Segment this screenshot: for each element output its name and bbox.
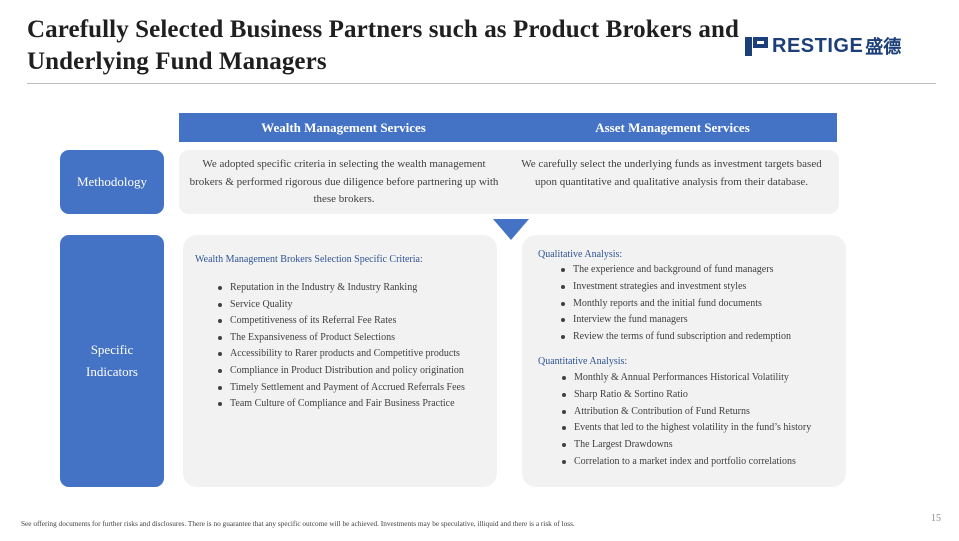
qualitative-heading: Qualitative Analysis: — [538, 249, 623, 260]
list-item: Sharp Ratio & Sortino Ratio — [559, 387, 811, 404]
list-item: Investment strategies and investment sty… — [558, 279, 791, 296]
list-item: Events that led to the highest volatilit… — [559, 420, 811, 437]
list-item: Timely Settlement and Payment of Accrued… — [215, 380, 465, 397]
methodology-wealth-text: We adopted specific criteria in selectin… — [189, 158, 499, 205]
wealth-criteria-heading: Wealth Management Brokers Selection Spec… — [195, 254, 423, 265]
column-header-bar: Wealth Management Services Asset Managem… — [179, 113, 837, 142]
page-title: Carefully Selected Business Partners suc… — [27, 16, 739, 75]
list-item: The Largest Drawdowns — [559, 437, 811, 454]
list-item: Accessibility to Rarer products and Comp… — [215, 346, 465, 363]
list-item: The Expansiveness of Product Selections — [215, 330, 465, 347]
wealth-criteria-box: Wealth Management Brokers Selection Spec… — [183, 235, 497, 487]
qualitative-list: The experience and background of fund ma… — [558, 262, 791, 346]
specific-indicators-label-box: Specific Indicators — [60, 235, 164, 487]
methodology-label-box: Methodology — [60, 150, 164, 214]
prestige-logo: RESTIGE 盛德 — [745, 34, 901, 58]
down-arrow-icon — [493, 219, 529, 240]
list-item: Attribution & Contribution of Fund Retur… — [559, 404, 811, 421]
quantitative-heading: Quantitative Analysis: — [538, 356, 628, 367]
specific-indicators-label-line2: Indicators — [86, 364, 138, 379]
list-item: Team Culture of Compliance and Fair Busi… — [215, 396, 465, 413]
list-item: Service Quality — [215, 297, 465, 314]
logo-chinese-text: 盛德 — [865, 37, 902, 58]
disclaimer-footnote: See offering documents for further risks… — [21, 519, 575, 528]
methodology-label: Methodology — [76, 174, 148, 189]
wealth-criteria-list: Reputation in the Industry & Industry Ra… — [215, 280, 465, 413]
list-item: Review the terms of fund subscription an… — [558, 329, 791, 346]
quantitative-list: Monthly & Annual Performances Historical… — [559, 370, 811, 471]
list-item: Interview the fund managers — [558, 312, 791, 329]
list-item: Compliance in Product Distribution and p… — [215, 363, 465, 380]
page-number: 15 — [931, 513, 941, 524]
title-divider — [27, 83, 936, 84]
list-item: Monthly reports and the initial fund doc… — [558, 296, 791, 313]
asset-analysis-box: Qualitative Analysis: The experience and… — [522, 235, 846, 487]
logo-text: RESTIGE — [772, 34, 864, 57]
header-asset-management: Asset Management Services — [595, 119, 750, 135]
specific-indicators-label-line1: Specific — [90, 342, 134, 357]
methodology-asset-text: We carefully select the underlying funds… — [521, 158, 822, 188]
methodology-content-box: We adopted specific criteria in selectin… — [179, 150, 839, 214]
list-item: Correlation to a market index and portfo… — [559, 454, 811, 471]
list-item: Monthly & Annual Performances Historical… — [559, 370, 811, 387]
list-item: Competitiveness of its Referral Fee Rate… — [215, 313, 465, 330]
list-item: The experience and background of fund ma… — [558, 262, 791, 279]
header-wealth-management: Wealth Management Services — [261, 119, 426, 135]
list-item: Reputation in the Industry & Industry Ra… — [215, 280, 465, 297]
logo-p-mark-icon — [745, 36, 771, 56]
